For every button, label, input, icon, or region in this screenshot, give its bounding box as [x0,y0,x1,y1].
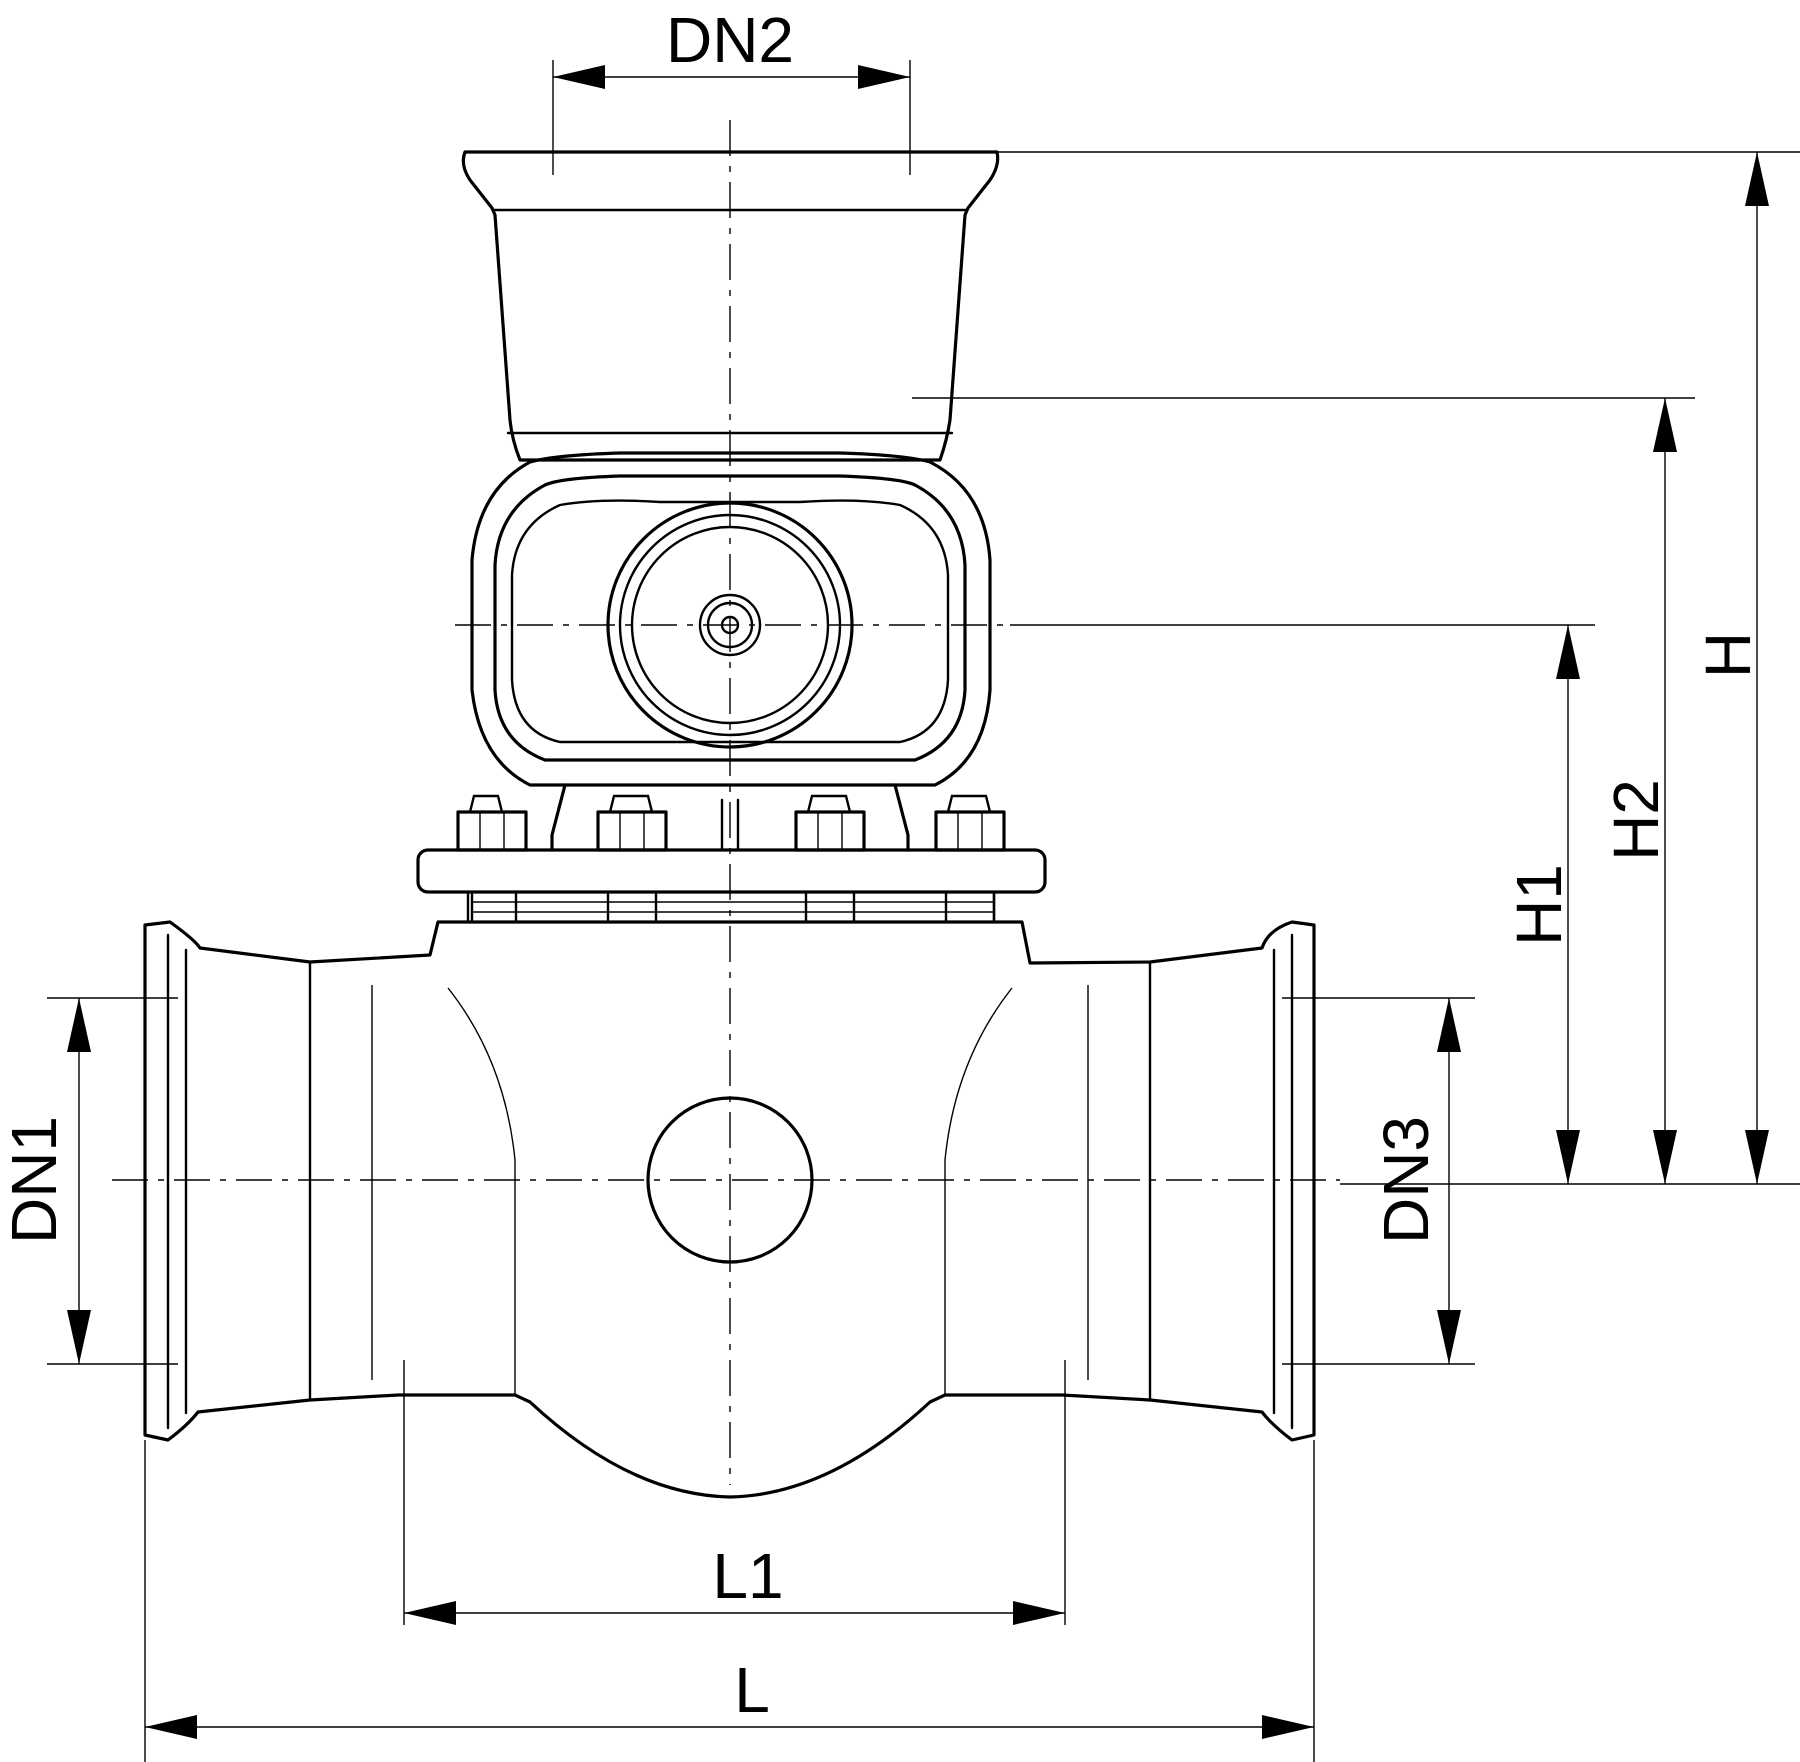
flange-bolts [456,794,1006,924]
center-lines [112,120,1340,1485]
dn1-label: DN1 [0,1116,70,1244]
dim-h: H [998,151,1800,1185]
bolt-3 [794,794,866,924]
dim-l1: L1 [403,1360,1066,1625]
valve-housing [470,451,992,852]
dim-h2: H2 [912,397,1695,1184]
h-label: H [1692,632,1764,678]
h2-label: H2 [1600,779,1672,861]
h1-label: H1 [1503,864,1575,946]
dim-dn2: DN2 [552,4,911,175]
bolt-4 [934,794,1006,924]
dim-h1: H1 [1010,624,1595,1184]
tee-body [143,920,1316,1499]
dim-dn3: DN3 [1282,997,1475,1365]
bolt-2 [596,794,668,924]
l-label: L [734,1654,770,1726]
dn2-label: DN2 [666,4,794,76]
dn3-label: DN3 [1370,1116,1442,1244]
bonnet-flange [416,848,1047,924]
dim-l: L [144,1440,1315,1762]
bolt-1 [456,794,528,924]
dim-dn1: DN1 [0,997,178,1365]
l1-label: L1 [712,1540,783,1612]
